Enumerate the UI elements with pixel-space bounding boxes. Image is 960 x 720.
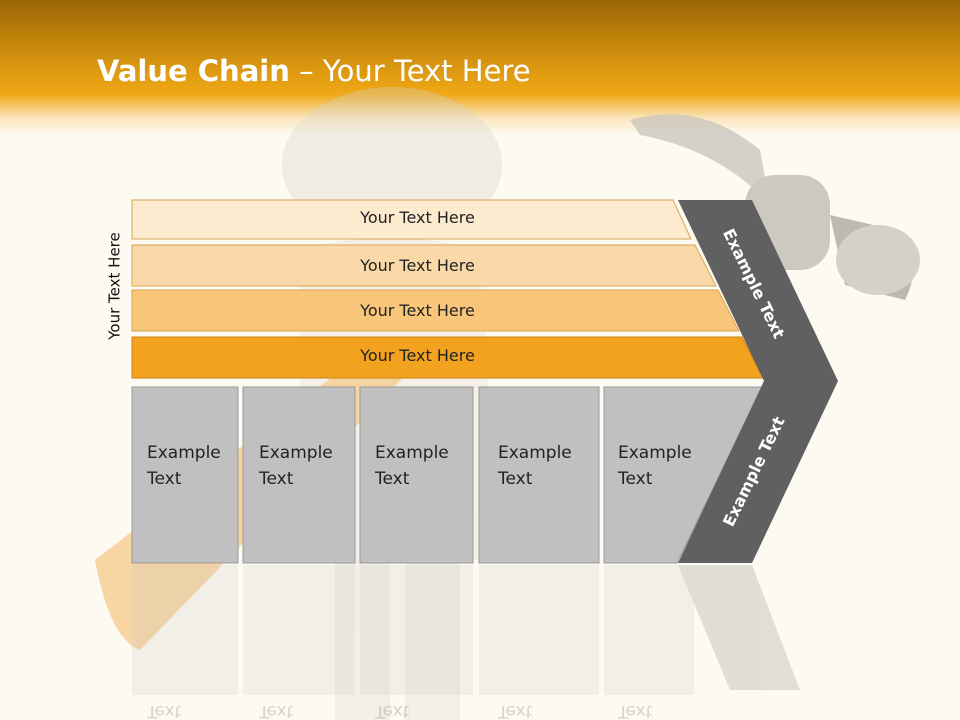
activity-box-1: [131, 386, 239, 564]
band-2: [131, 244, 717, 287]
band-4-label: Your Text Here: [360, 346, 475, 365]
page-title: Value Chain – Your Text Here: [97, 54, 531, 88]
header-bar: [0, 0, 960, 135]
activity-box-3: [359, 386, 474, 564]
activity-box-5: [603, 386, 763, 564]
band-1: [131, 199, 692, 240]
band-3: [131, 289, 740, 332]
activity-box-4: [478, 386, 600, 564]
margin-chevron: [678, 200, 838, 563]
band-2-label: Your Text Here: [360, 256, 475, 275]
activity-box-2: [242, 386, 356, 564]
band-1-label: Your Text Here: [360, 208, 475, 227]
band-3-label: Your Text Here: [360, 301, 475, 320]
